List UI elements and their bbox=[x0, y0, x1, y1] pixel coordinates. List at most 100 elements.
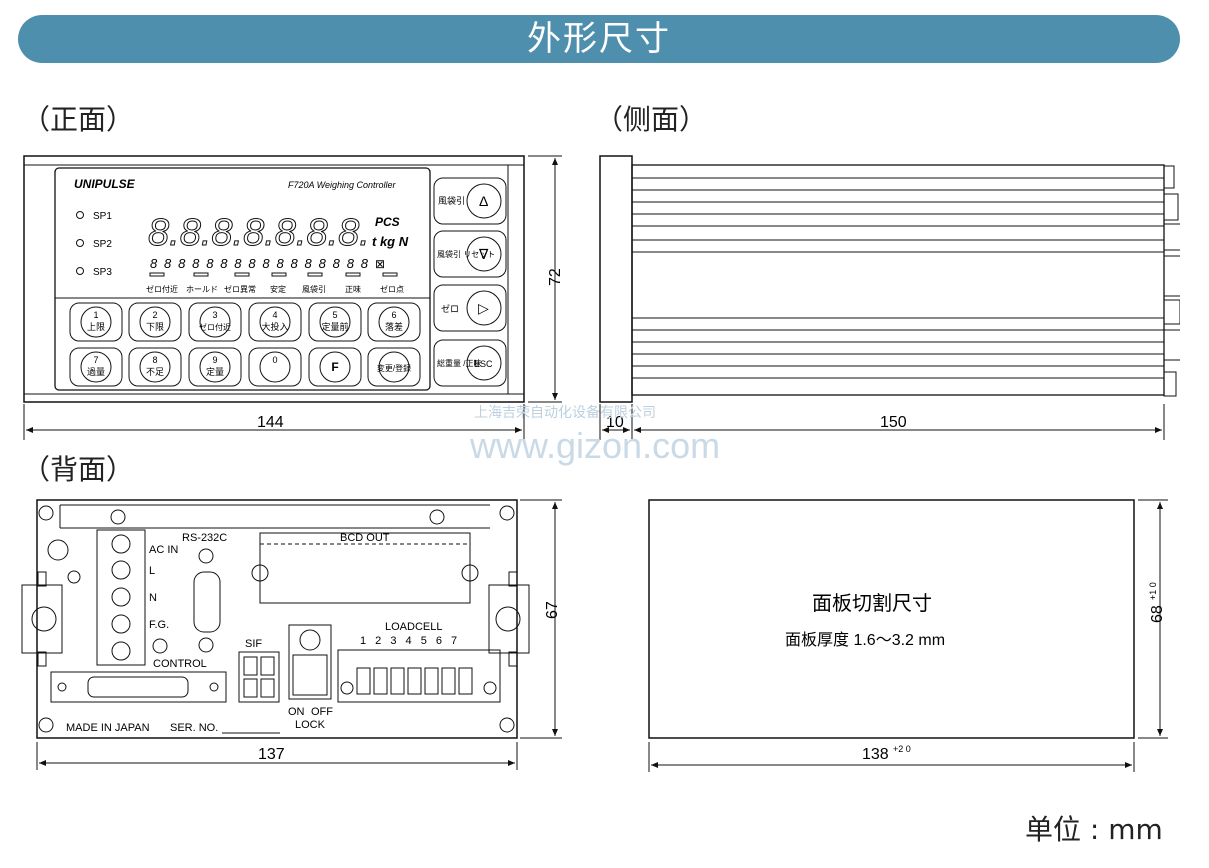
key-6-number: 6 bbox=[391, 310, 396, 320]
side-depth-dim: 150 bbox=[880, 414, 907, 431]
ac-terminal-block bbox=[96, 529, 146, 666]
lock-on-label: ON bbox=[288, 706, 305, 718]
main-display: 8.8.8.8.8.8.8. bbox=[148, 212, 370, 254]
front-width-dim: 144 bbox=[257, 414, 284, 431]
back-view-drawing: AC IN L N F.G. CONTROL RS-232C BCD OUT S… bbox=[21, 499, 562, 770]
key-4-number: 4 bbox=[272, 310, 277, 320]
tare-key-label: 風袋引 bbox=[438, 195, 465, 206]
status-label-zero-error: ゼロ異常 bbox=[224, 284, 256, 294]
side-bezel bbox=[599, 155, 633, 403]
page-title-banner: 外形尺寸 bbox=[18, 15, 1180, 63]
key-4-label: 大投入 bbox=[261, 321, 288, 332]
control-connector[interactable] bbox=[50, 671, 227, 703]
tare-reset-key-label: 風袋引 リセット bbox=[437, 249, 495, 259]
rs232c-label: RS-232C bbox=[182, 532, 227, 544]
key-5-number: 5 bbox=[332, 310, 337, 320]
screws bbox=[38, 505, 515, 733]
key-3-number: 3 bbox=[212, 310, 217, 320]
watermark: www.gizon.com bbox=[470, 425, 721, 466]
status-label-net: 正味 bbox=[345, 284, 361, 294]
key-f-label: F bbox=[331, 360, 338, 374]
sp3-label: SP3 bbox=[93, 267, 112, 278]
loadcell-terminal[interactable] bbox=[337, 649, 501, 703]
ac-in-label: AC IN bbox=[149, 544, 178, 556]
status-label-hold: ホールド bbox=[186, 285, 218, 294]
loadcell-label: LOADCELL bbox=[385, 621, 442, 633]
key-2-number: 2 bbox=[152, 310, 157, 320]
cutout-outline bbox=[648, 499, 1135, 739]
l-label: L bbox=[149, 565, 155, 577]
lock-off-label: OFF bbox=[311, 706, 333, 718]
status-label-stable: 安定 bbox=[270, 284, 286, 294]
page-title: 外形尺寸 bbox=[527, 19, 671, 59]
model-name: F720A Weighing Controller bbox=[288, 180, 397, 190]
n-label: N bbox=[149, 592, 157, 604]
key-3-label: ゼロ付近 bbox=[199, 322, 231, 332]
key-1-label: 上限 bbox=[87, 322, 105, 332]
cutout-width-dim: 138 bbox=[862, 746, 889, 763]
brand-logo: UNIPULSE bbox=[74, 177, 136, 191]
side-bezel-dim: 10 bbox=[606, 414, 624, 431]
tare-reset-key-symbol: ∇ bbox=[478, 246, 489, 262]
panel-thickness: 面板厚度 1.6～3.2 mm bbox=[785, 631, 945, 649]
lock-label: LOCK bbox=[295, 719, 326, 731]
cutout-height-tol: +1 0 bbox=[1148, 582, 1158, 600]
battery-icon: ⊠ bbox=[375, 257, 385, 271]
status-leds bbox=[149, 272, 398, 277]
gross-net-key-label: 総重量 /正味 bbox=[437, 358, 481, 368]
made-in-label: MADE IN JAPAN bbox=[66, 722, 150, 734]
back-height-dim: 67 bbox=[544, 601, 561, 619]
key-7-label: 過量 bbox=[87, 367, 105, 377]
fg-label: F.G. bbox=[149, 619, 169, 631]
front-bezel bbox=[23, 155, 525, 403]
key-2-label: 下限 bbox=[146, 322, 164, 332]
rear-connectors bbox=[1163, 165, 1180, 397]
zero-key-symbol: ▷ bbox=[478, 300, 489, 316]
back-width-dim: 137 bbox=[258, 746, 285, 763]
keypad-row-2[interactable] bbox=[69, 347, 421, 387]
ser-no-label: SER. NO. bbox=[170, 722, 218, 734]
key-change-register-label: 変更/登録 bbox=[377, 363, 411, 373]
key-9-number: 9 bbox=[212, 355, 217, 365]
watermark-company: 上海吉荣自动化设备有限公司 bbox=[474, 405, 656, 421]
key-7-number: 7 bbox=[93, 355, 98, 365]
status-label-tare: 風袋引 bbox=[302, 284, 326, 294]
front-height-dim: 72 bbox=[547, 268, 564, 286]
key-0-number: 0 bbox=[272, 355, 277, 365]
zero-key-label: ゼロ bbox=[441, 303, 459, 314]
mounting-brackets bbox=[21, 571, 530, 667]
front-view-drawing: UNIPULSE F720A Weighing Controller SP1 S… bbox=[23, 155, 564, 440]
panel-cutout-drawing: 面板切割尺寸 面板厚度 1.6～3.2 mm 138 +2 0 68 +1 0 bbox=[648, 499, 1168, 772]
units-note: 单位 : mm bbox=[1025, 813, 1163, 846]
cutout-width-tol: +2 0 bbox=[893, 744, 911, 754]
back-view-heading: （背面） bbox=[22, 453, 135, 486]
sp2-label: SP2 bbox=[93, 239, 112, 250]
tare-key-symbol: Δ bbox=[479, 193, 488, 209]
keypad-row-1[interactable] bbox=[69, 302, 421, 342]
cutout-height-dim: 68 bbox=[1149, 605, 1166, 623]
esc-key-symbol: ESC bbox=[474, 359, 493, 369]
sif-port[interactable] bbox=[238, 651, 280, 703]
front-panel bbox=[54, 167, 431, 391]
side-view-heading: （侧面） bbox=[595, 103, 708, 136]
side-keypad[interactable] bbox=[433, 177, 507, 387]
sif-label: SIF bbox=[245, 638, 262, 650]
sp1-label: SP1 bbox=[93, 211, 112, 222]
rs232c-port[interactable] bbox=[193, 571, 221, 633]
key-8-number: 8 bbox=[152, 355, 157, 365]
key-9-label: 定量 bbox=[206, 366, 224, 377]
key-5-label: 定量前 bbox=[321, 321, 348, 332]
side-view-drawing: 10 150 bbox=[599, 155, 1180, 440]
lock-switch[interactable] bbox=[288, 624, 332, 700]
back-panel bbox=[36, 499, 518, 739]
side-body bbox=[631, 164, 1165, 396]
sub-display: 8888888888888888 bbox=[150, 256, 369, 271]
key-6-label: 落差 bbox=[385, 321, 403, 332]
unit-tkgn: t kg N bbox=[372, 234, 409, 249]
loadcell-pins: 1 2 3 4 5 6 7 bbox=[360, 635, 460, 647]
bcd-out-connector[interactable] bbox=[259, 532, 471, 604]
status-label-zero-point: ゼロ点 bbox=[380, 284, 404, 294]
key-1-number: 1 bbox=[93, 310, 98, 320]
front-view-heading: （正面） bbox=[22, 103, 135, 136]
unit-pcs: PCS bbox=[375, 215, 400, 229]
